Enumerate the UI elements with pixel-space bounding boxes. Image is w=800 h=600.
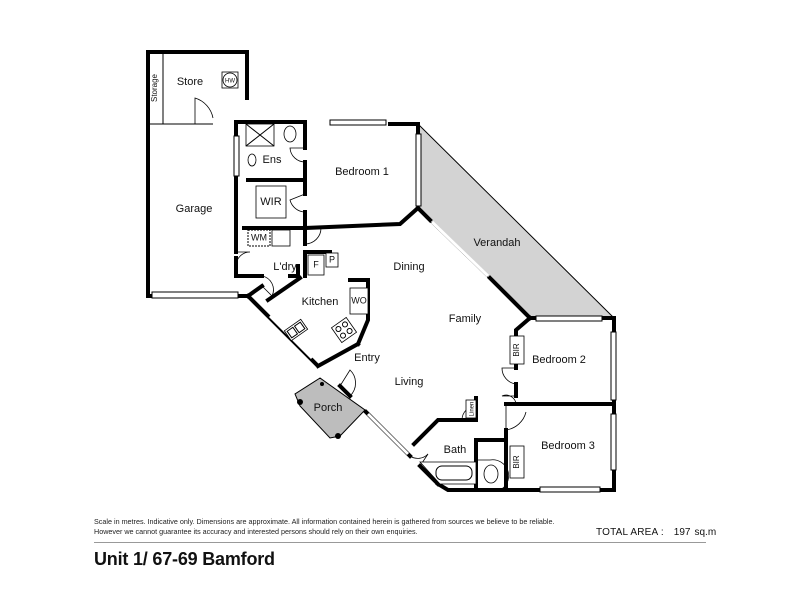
porch-post-icon: [297, 399, 303, 405]
total-area-unit: sq.m: [694, 527, 717, 538]
total-area-label: TOTAL AREA :: [596, 527, 664, 538]
total-area-value: 197: [673, 527, 691, 538]
room-labels: Store Storage HW Garage Ens WIR Bedroom …: [150, 73, 595, 468]
label-fridge: F: [313, 259, 319, 269]
verandah-area: [417, 122, 616, 319]
wir-shelf: [255, 185, 287, 219]
garage-walls: [146, 50, 249, 298]
footer-divider: [94, 542, 706, 543]
wall-oven-box: [349, 287, 369, 315]
pantry-box: [325, 252, 339, 268]
ensuite-basin-icon: [247, 153, 257, 167]
floor-plan: Store Storage HW Garage Ens WIR Bedroom …: [146, 50, 617, 493]
windows: [233, 119, 617, 493]
label-ldry: L'dry: [273, 261, 297, 273]
label-verandah: Verandah: [473, 237, 520, 249]
property-address: Unit 1/ 67-69 Bamford: [94, 549, 275, 569]
fixtures: [221, 71, 525, 485]
label-bir2: BIR: [512, 343, 521, 357]
bir2-box: [509, 335, 525, 365]
label-store: Store: [177, 76, 203, 88]
porch-post-icon: [320, 382, 324, 386]
disclaimer-text: Scale in metres. Indicative only. Dimens…: [94, 517, 555, 536]
label-ens: Ens: [263, 154, 282, 166]
label-garage: Garage: [176, 203, 213, 215]
label-bedroom2: Bedroom 2: [532, 354, 586, 366]
fridge-box: [307, 254, 325, 276]
label-bath: Bath: [444, 444, 467, 456]
laundry-tub-icon: [271, 229, 291, 247]
label-wm: WM: [251, 232, 267, 242]
label-dining: Dining: [393, 261, 424, 273]
label-bir3: BIR: [512, 455, 521, 469]
label-bedroom1: Bedroom 1: [335, 166, 389, 178]
label-storage: Storage: [150, 73, 159, 102]
bath-toilet-icon: [483, 464, 499, 484]
label-wir: WIR: [260, 196, 281, 208]
bir3-box: [509, 445, 525, 479]
bath-tub-icon: [419, 461, 477, 485]
label-pantry: P: [329, 254, 335, 264]
garage-door: [151, 291, 239, 299]
porch-area: [294, 377, 366, 439]
label-linen: Linen: [470, 402, 476, 417]
porch-post-icon: [335, 433, 341, 439]
label-hw: HW: [225, 79, 235, 85]
kitchen-sink-icon: [283, 318, 309, 342]
toilet-icon: [283, 125, 297, 143]
label-kitchen: Kitchen: [302, 296, 339, 308]
label-wo: WO: [351, 295, 367, 305]
label-living: Living: [395, 376, 424, 388]
label-family: Family: [449, 313, 482, 325]
door-swings: [194, 97, 527, 491]
cooktop-icon: [330, 316, 358, 344]
label-entry: Entry: [354, 352, 380, 364]
wm-box: [247, 229, 271, 247]
label-porch: Porch: [314, 402, 343, 414]
linen-box: [465, 399, 477, 419]
label-bedroom3: Bedroom 3: [541, 440, 595, 452]
